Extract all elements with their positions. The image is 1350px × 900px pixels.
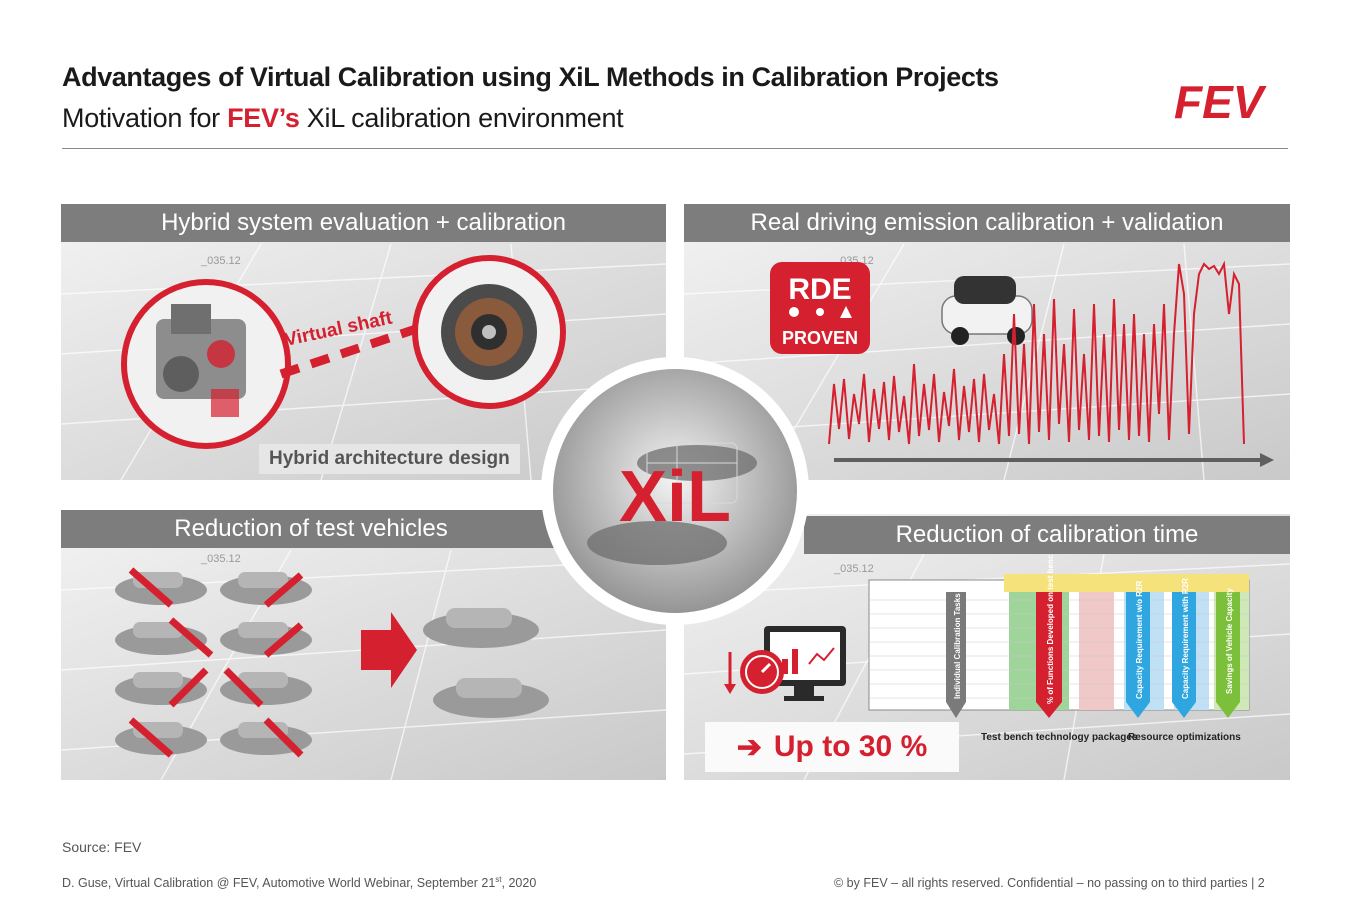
panel-rde-title: Real driving emission calibration + vali… <box>684 204 1290 242</box>
footer-right: © by FEV – all rights reserved. Confiden… <box>834 876 1265 890</box>
panel-vehicles-title: Reduction of test vehicles <box>61 510 561 548</box>
map-tick-label: _035.12 <box>833 563 874 575</box>
hands-icon <box>587 445 757 565</box>
engine-icon <box>156 304 246 417</box>
column-label: % of Functions Developed on test bench <box>1046 550 1055 704</box>
source-note: Source: FEV <box>62 839 142 855</box>
right-arrow-icon: ➔ <box>736 730 762 764</box>
fev-logo: FEV <box>1174 80 1267 124</box>
column-label: Savings of Vehicle Capacity <box>1225 588 1234 694</box>
rde-badge-top: RDE <box>788 273 851 306</box>
package-right-label: Resource optimizations <box>1128 732 1241 743</box>
panel-time-title: Reduction of calibration time <box>804 516 1290 554</box>
column-label: Individual Calibration Tasks <box>953 593 962 699</box>
header-rule <box>62 148 1288 149</box>
subtitle-prefix: Motivation for <box>62 103 228 133</box>
column-arrow <box>946 592 966 718</box>
xil-label: XiL <box>619 457 731 537</box>
panel-hybrid: _035.12 Virtual shaft Hybrid system eval… <box>61 204 666 480</box>
reduction-arrow <box>361 612 417 688</box>
logo-text: FEV <box>1174 80 1267 124</box>
hybrid-architecture-badge: Hybrid architecture design <box>259 444 520 474</box>
test-car <box>115 672 207 705</box>
footer-left-main: D. Guse, Virtual Calibration @ FEV, Auto… <box>62 876 496 891</box>
slide-subtitle: Motivation for FEV’s XiL calibration env… <box>62 103 624 134</box>
engine-sketch-icon <box>646 442 738 504</box>
rde-weather-icons <box>789 306 852 318</box>
stopwatch-icon <box>740 650 784 694</box>
subtitle-suffix: XiL calibration environment <box>299 103 624 133</box>
vehicles-illustration: _035.12 <box>61 549 666 780</box>
panel-time: _035.12 <box>684 514 1290 780</box>
rde-illustration: _035.12 RDE PROVEN <box>684 243 1290 480</box>
rde-badge-bottom: PROVEN <box>782 328 858 348</box>
column-arrow <box>1036 592 1062 718</box>
smart-car-icon <box>941 276 1033 345</box>
result-label: Up to 30 % <box>773 730 928 763</box>
remaining-car <box>423 608 539 648</box>
slide-title: Advantages of Virtual Calibration using … <box>62 62 999 92</box>
xil-center-circle: XiL <box>541 357 809 625</box>
hybrid-illustration: _035.12 Virtual shaft <box>61 243 666 480</box>
electric-motor-icon <box>441 284 537 380</box>
column-arrow <box>1126 592 1150 718</box>
test-car <box>115 572 207 605</box>
column-label: Capacity Requirement with R2R <box>1181 578 1190 699</box>
emission-trace <box>828 260 1245 445</box>
footer-left-tail: , 2020 <box>501 876 537 891</box>
footer-left-sup: st <box>495 875 502 884</box>
remaining-car <box>433 678 549 718</box>
strike-through-marks <box>128 567 304 758</box>
down-arrow-icon <box>724 652 736 694</box>
subtitle-accent: FEV’s <box>227 103 300 133</box>
map-tick-label: _035.12 <box>200 255 241 267</box>
result-box: ➔ Up to 30 % <box>705 722 959 772</box>
package-left-label: Test bench technology packages <box>981 732 1138 743</box>
footer-left: D. Guse, Virtual Calibration @ FEV, Auto… <box>62 875 536 890</box>
map-tick-label: _035.12 <box>200 553 241 565</box>
column-arrow <box>1216 592 1240 718</box>
time-axis-arrowhead <box>1260 453 1274 467</box>
column-arrow <box>1172 592 1196 718</box>
column-label: Capacity Requirement w/o R2R <box>1135 581 1144 699</box>
time-illustration: _035.12 <box>684 550 1290 780</box>
panel-hybrid-title: Hybrid system evaluation + calibration <box>61 204 666 242</box>
